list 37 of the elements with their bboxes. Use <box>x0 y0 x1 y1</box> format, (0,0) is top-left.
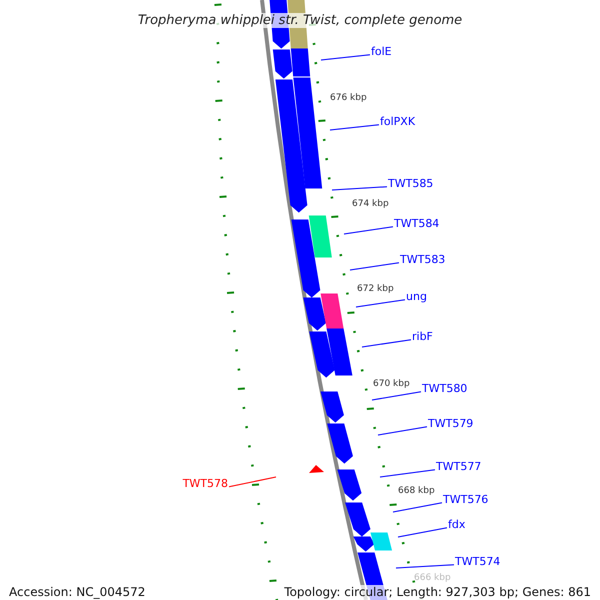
scale-label: 672 kbp <box>357 284 394 295</box>
leader-line <box>392 502 442 512</box>
title: Tropheryma whipplei str. Twist, complete genome <box>136 13 464 28</box>
leader-line <box>332 186 388 190</box>
leader-line <box>396 564 454 568</box>
gene-label: folE <box>371 45 392 58</box>
gene-label: TWT583 <box>400 253 446 266</box>
scale-label: 674 kbp <box>352 199 389 210</box>
leader-line <box>350 262 400 270</box>
gene-label: ribF <box>412 330 433 343</box>
gene-label: TWT578 <box>182 477 228 490</box>
gene-label: TWT576 <box>443 493 488 506</box>
footer-text: Accession: NC_004572 <box>9 585 146 600</box>
leader-line <box>330 124 380 130</box>
gene-label: TWT580 <box>422 382 468 395</box>
footer-text: Topology: circular; Length: 927,303 bp; Genes: 861 <box>284 585 591 600</box>
gene-label: TWT577 <box>436 460 482 473</box>
scale-label: 668 kbp <box>398 486 435 497</box>
scale-label: 666 kbp <box>414 573 451 584</box>
gene-label: ung <box>406 290 427 303</box>
leader-line <box>320 54 370 60</box>
leader-line <box>380 469 436 478</box>
leader-line <box>398 527 448 538</box>
scale-label: 670 kbp <box>373 379 410 390</box>
leader-line <box>362 339 412 348</box>
gene-label: fdx <box>448 518 466 531</box>
leader-line <box>344 226 394 234</box>
gene-label: TWT574 <box>455 555 500 568</box>
leader-line <box>228 476 276 488</box>
gene-label: folPXK <box>380 115 416 128</box>
gene-label: TWT584 <box>394 217 440 230</box>
leader-line <box>356 299 406 308</box>
leader-line <box>372 391 422 400</box>
leader-line <box>378 426 428 436</box>
gene-label: TWT579 <box>428 417 474 430</box>
gene-label: TWT585 <box>388 177 434 190</box>
scale-label: 676 kbp <box>330 93 367 104</box>
